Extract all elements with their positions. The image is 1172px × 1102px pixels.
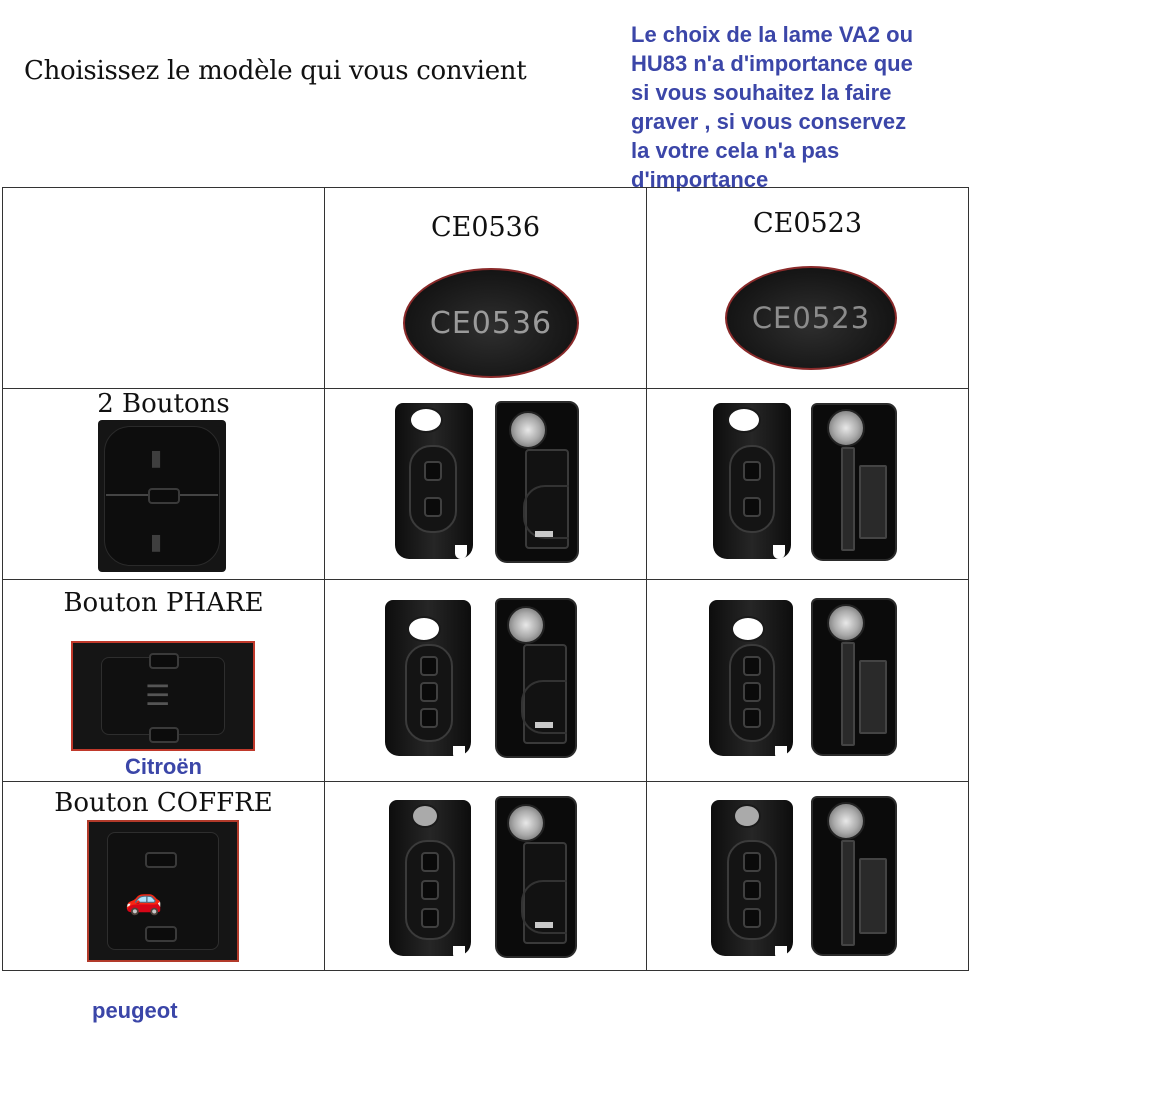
note-line: la votre cela n'a pas (631, 138, 840, 163)
table-row-2-buttons: 2 Boutons ▮ ▮ (2, 388, 969, 580)
two-button-pad-photo: ▮ ▮ (98, 420, 226, 572)
lock-icon (743, 852, 761, 872)
key-ring-hole (731, 616, 765, 642)
unlock-icon (424, 497, 442, 517)
row-label-cell: 2 Boutons ▮ ▮ (2, 388, 325, 580)
headlight-pad-photo: ☰ (71, 641, 255, 751)
key-shell-front (711, 800, 793, 960)
key-ring-hole (409, 407, 443, 433)
model-header-ce0523[interactable]: CE0523 CE0523 (646, 187, 969, 389)
unlock-icon (743, 708, 761, 728)
key-shell-back (495, 598, 577, 758)
blade-note: Le choix de la lame VA2 ou HU83 n'a d'im… (631, 20, 971, 194)
key-shell-back (811, 796, 897, 956)
row-label: Bouton COFFRE (54, 788, 273, 818)
headlight-icon (420, 682, 438, 702)
key-button-zone (405, 840, 455, 940)
key-shell-pair (647, 580, 968, 781)
key-shell-pair (325, 580, 646, 781)
lock-icon (743, 656, 761, 676)
key-button-zone (729, 445, 775, 533)
model-comparison-table: CE0536 CE0536 CE0523 CE0523 2 Boutons ▮ … (2, 187, 969, 971)
key-shell-front (713, 403, 791, 559)
key-cell-ce0523-headlight[interactable] (646, 579, 969, 782)
key-shell-pair (325, 389, 646, 579)
brand-label-peugeot: peugeot (92, 998, 178, 1023)
model-code-text: CE0536 (429, 305, 553, 341)
key-cell-ce0536-headlight[interactable] (324, 579, 647, 782)
key-shell-back (495, 401, 579, 563)
key-cell-ce0523-trunk[interactable] (646, 781, 969, 971)
key-pivot (509, 411, 547, 449)
key-shell-front (709, 600, 793, 760)
key-button-zone (727, 840, 777, 940)
row-label: 2 Boutons (97, 389, 230, 419)
car-trunk-icon: 🚗 (125, 882, 163, 917)
key-release-button (411, 804, 439, 828)
unlock-icon (421, 908, 439, 928)
lock-icon: ▮ (150, 446, 163, 471)
note-line: HU83 n'a d'importance que (631, 51, 913, 76)
key-cell-ce0536-2-buttons[interactable] (324, 388, 647, 580)
key-shell-back (811, 403, 897, 561)
key-cell-ce0523-2-buttons[interactable] (646, 388, 969, 580)
lock-icon (424, 461, 442, 481)
key-shell-pair (647, 782, 968, 970)
headlight-icon (743, 682, 761, 702)
trunk-pad-photo: 🚗 (87, 820, 239, 962)
unlock-icon (743, 908, 761, 928)
key-button-zone (729, 644, 775, 742)
key-cell-ce0536-trunk[interactable] (324, 781, 647, 971)
key-button-zone (409, 445, 457, 533)
model-code-text: CE0523 (751, 301, 871, 335)
table-row-trunk-button: Bouton COFFRE 🚗 (2, 781, 969, 971)
key-shell-pair (325, 782, 646, 970)
key-ring-hole (407, 616, 441, 642)
table-row-headlight-button: Bouton PHARE ☰ Citroën (2, 579, 969, 782)
key-pivot (827, 409, 865, 447)
key-shell-front (385, 600, 471, 760)
key-pivot (507, 606, 545, 644)
row-label-cell: Bouton COFFRE 🚗 (2, 781, 325, 971)
lock-icon (421, 852, 439, 872)
key-shell-back (811, 598, 897, 756)
headlight-icon: ☰ (145, 679, 171, 712)
note-line: Le choix de la lame VA2 ou (631, 22, 914, 47)
note-line: graver , si vous conservez (631, 109, 907, 134)
note-line: si vous souhaitez la faire (631, 80, 892, 105)
key-shell-front (395, 403, 473, 559)
key-pivot (507, 804, 545, 842)
key-release-button (733, 804, 761, 828)
table-header-row: CE0536 CE0536 CE0523 CE0523 (2, 187, 969, 389)
unlock-icon (743, 497, 761, 517)
key-shell-back (495, 796, 577, 958)
key-shell-pair (647, 389, 968, 579)
model-title: CE0523 (752, 208, 863, 239)
lock-icon (420, 656, 438, 676)
table-corner-cell (2, 187, 325, 389)
model-code-badge: CE0523 (725, 266, 897, 370)
model-code-badge: CE0536 (403, 268, 579, 378)
unlock-icon: ▮ (150, 530, 163, 555)
page-title: Choisissez le modèle qui vous convient (24, 56, 527, 86)
row-label-cell: Bouton PHARE ☰ Citroën (2, 579, 325, 782)
key-pivot (827, 604, 865, 642)
key-ring-hole (727, 407, 761, 433)
key-button-zone (405, 644, 453, 742)
key-pivot (827, 802, 865, 840)
brand-label-citroen: Citroën (125, 754, 202, 779)
key-shell-front (389, 800, 471, 960)
model-title: CE0536 (430, 212, 541, 243)
car-trunk-icon (743, 880, 761, 900)
lock-icon (743, 461, 761, 481)
car-trunk-icon (421, 880, 439, 900)
unlock-icon (420, 708, 438, 728)
row-label: Bouton PHARE (63, 588, 264, 618)
model-header-ce0536[interactable]: CE0536 CE0536 (324, 187, 647, 389)
